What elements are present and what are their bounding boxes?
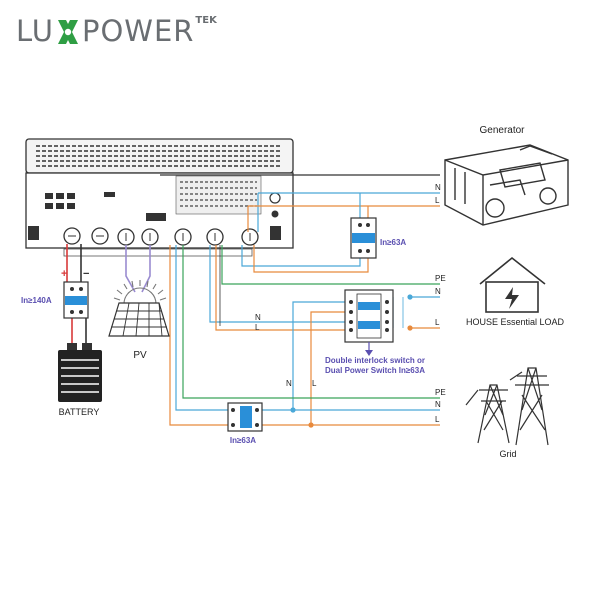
ground-screw-icon (271, 210, 279, 218)
terminal-block-icon (146, 213, 166, 221)
pv-label: PV (133, 350, 147, 361)
generator-l-label: L (435, 196, 440, 205)
vertical-l-label: L (312, 379, 317, 388)
diagram-labels: Generator HOUSE Essential LOAD Grid BATT… (21, 125, 565, 459)
interlock-switch-icon (344, 289, 394, 343)
battery-icon (58, 343, 102, 402)
battery-breaker-rating: In≥140A (21, 296, 52, 305)
generator-icon (444, 144, 569, 226)
arrow-down-icon (365, 350, 373, 356)
battery-label: BATTERY (59, 407, 100, 417)
generator-breaker-icon (350, 217, 377, 259)
interlock-note-line1: Double interlock switch or (325, 356, 425, 365)
sun-icon (113, 280, 167, 305)
grid-breaker-icon (227, 402, 263, 432)
brand-x-mark-icon (55, 18, 81, 46)
usb-port-icon (104, 192, 115, 197)
house-n-label: N (435, 287, 441, 296)
battery-switch-icon (28, 226, 39, 240)
house-icon (479, 256, 546, 313)
generator-label: Generator (479, 125, 525, 136)
house-pe-label: PE (435, 274, 446, 283)
house-label: HOUSE Essential LOAD (466, 317, 565, 327)
grid-label: Grid (499, 449, 516, 459)
generator-breaker-rating: In≥63A (380, 238, 406, 247)
wiring (66, 174, 440, 426)
power-switch-icon (270, 226, 281, 240)
interlock-note-line2: Dual Power Switch In≥63A (325, 366, 425, 375)
grid-pe-label: PE (435, 388, 446, 397)
battery-breaker-icon (63, 281, 89, 319)
vertical-n-label: N (286, 379, 292, 388)
switch-n-label: N (255, 313, 261, 322)
switch-l-label: L (255, 323, 260, 332)
transmission-tower-icon (465, 367, 549, 446)
brand-text-part2: POWER (81, 14, 195, 48)
grid-n-label: N (435, 400, 441, 409)
junction-dots (290, 294, 413, 428)
brand-text-part1: LU (16, 14, 54, 48)
house-l-label: L (435, 318, 440, 327)
battery-negative-label: − (83, 268, 89, 280)
brand-superscript: TEK (195, 15, 217, 26)
network-port-icon (45, 193, 75, 209)
brand-logo: LU POWER TEK (16, 14, 217, 46)
inverter-vent-icon (36, 145, 282, 167)
generator-n-label: N (435, 183, 441, 192)
grid-breaker-rating: In≥63A (230, 436, 256, 445)
solar-panel-icon (108, 302, 170, 337)
grid-l-label: L (435, 415, 440, 424)
battery-positive-label: + (61, 268, 67, 280)
inverter-unit (25, 138, 294, 257)
